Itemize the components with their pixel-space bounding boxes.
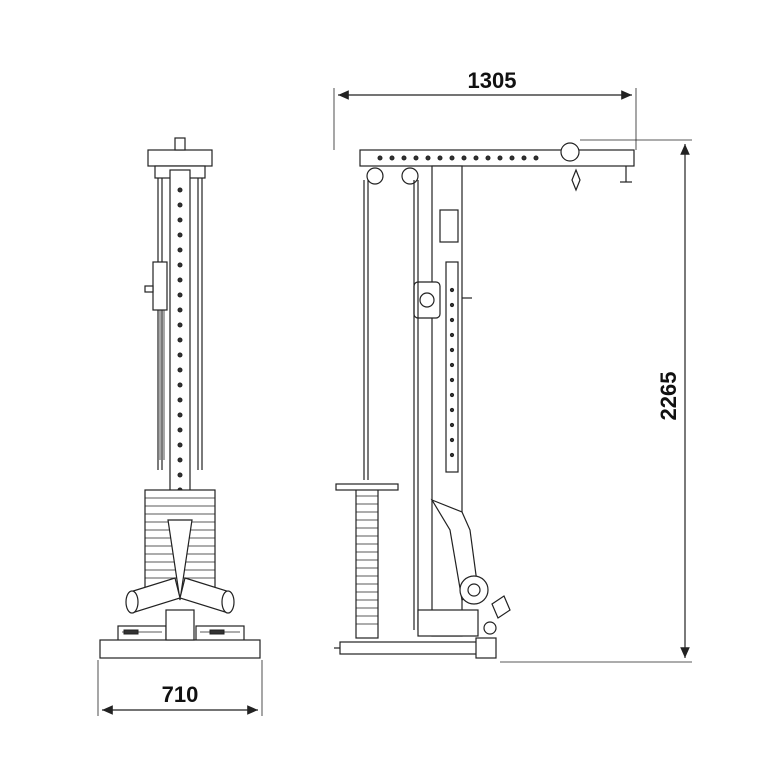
side-track-holes bbox=[449, 287, 455, 458]
side-view bbox=[334, 142, 635, 659]
side-top-arm bbox=[359, 149, 635, 167]
front-pads bbox=[125, 577, 235, 614]
dimension-label-2265: 2265 bbox=[656, 372, 681, 421]
side-base bbox=[339, 641, 491, 655]
side-logo-plate bbox=[439, 209, 459, 243]
dimension-width-side: 1305 bbox=[333, 68, 637, 150]
front-carriage bbox=[152, 261, 168, 311]
side-leg-mechanism bbox=[417, 498, 511, 637]
front-base bbox=[99, 609, 261, 659]
dimension-height: 2265 bbox=[500, 139, 692, 663]
side-top-arm-holes bbox=[377, 155, 539, 161]
dimension-width-front: 710 bbox=[97, 660, 263, 716]
dimension-label-1305: 1305 bbox=[468, 68, 517, 93]
front-top-cap bbox=[147, 149, 213, 167]
front-view bbox=[99, 137, 261, 659]
side-weight-stack bbox=[335, 483, 399, 639]
dimension-label-710: 710 bbox=[162, 682, 199, 707]
